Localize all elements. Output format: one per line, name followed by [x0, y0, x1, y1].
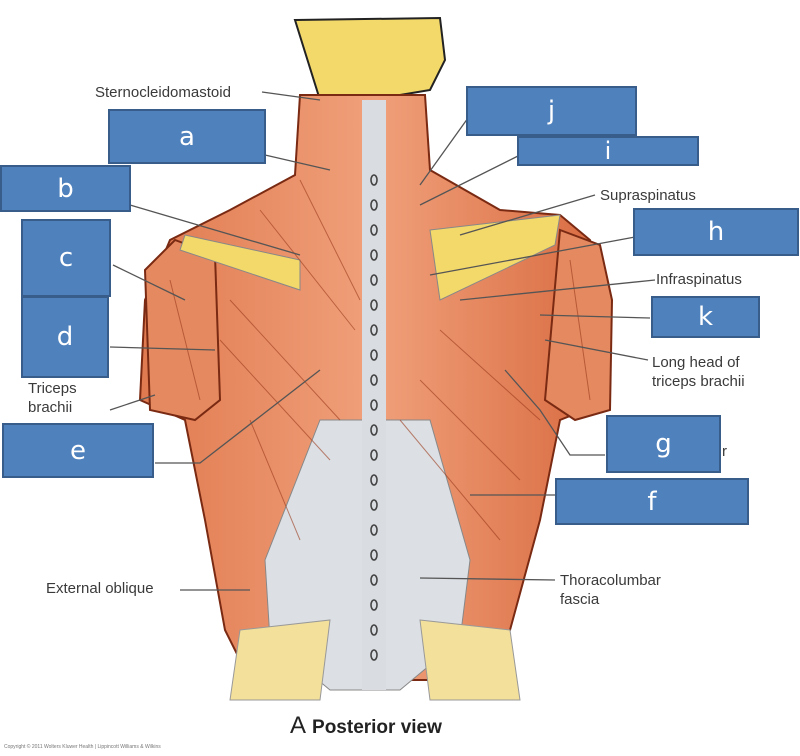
- answer-box-i[interactable]: i: [517, 136, 699, 166]
- answer-box-k[interactable]: k: [651, 296, 760, 338]
- spine: [362, 100, 386, 690]
- answer-box-g[interactable]: g: [606, 415, 721, 473]
- answer-box-b[interactable]: b: [0, 165, 131, 212]
- label-infraspinatus: Infraspinatus: [656, 271, 742, 288]
- label-supraspinatus: Supraspinatus: [600, 187, 696, 204]
- label-external-oblique: External oblique: [46, 580, 154, 597]
- label-long-head-triceps-line1: Long head of: [652, 354, 740, 371]
- label-triceps-line1: Triceps: [28, 380, 77, 397]
- answer-box-c[interactable]: c: [21, 219, 111, 297]
- label-triceps-line2: brachii: [28, 399, 73, 416]
- copyright-notice: Copyright © 2011 Wolters Kluwer Health |…: [4, 744, 161, 750]
- label-long-head-triceps-line2: triceps brachii: [652, 373, 745, 390]
- right-arm: [543, 228, 614, 422]
- answer-box-a[interactable]: a: [108, 109, 266, 164]
- caption-text: Posterior view: [312, 717, 442, 738]
- left-scapula-spine: [179, 234, 301, 291]
- label-sternocleidomastoid: Sternocleidomastoid: [95, 84, 231, 101]
- answer-box-e[interactable]: e: [2, 423, 154, 478]
- answer-box-h[interactable]: h: [633, 208, 799, 256]
- label-thoracolumbar-line2: fascia: [560, 591, 600, 608]
- caption-letter: A: [290, 712, 307, 739]
- left-hip: [229, 619, 331, 701]
- vertebrae: [370, 174, 378, 661]
- answer-box-f[interactable]: f: [555, 478, 749, 525]
- right-scapula: [429, 214, 561, 301]
- muscle-fibers: [169, 179, 591, 541]
- right-hip: [419, 619, 521, 701]
- label-thoracolumbar-line1: Thoracolumbar: [560, 572, 661, 589]
- answer-box-j[interactable]: j: [466, 86, 637, 136]
- leader-lines: [109, 91, 656, 591]
- skull: [293, 16, 447, 101]
- label-partial-r: r: [722, 443, 727, 460]
- answer-box-d[interactable]: d: [21, 296, 109, 378]
